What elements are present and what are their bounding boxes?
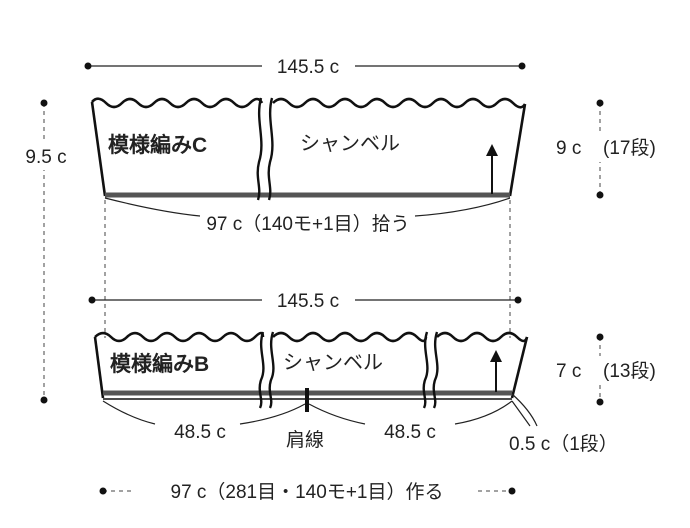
- top-yarn-label: シャンベル: [300, 133, 400, 155]
- left-half-label: 48.5 c: [174, 422, 226, 443]
- bottom-knit-direction-arrow: [490, 350, 502, 392]
- top-piece-outline: [90, 97, 527, 201]
- top-rows-cm: 9 c: [556, 138, 581, 159]
- bottom-pattern-label: 模様編みB: [110, 352, 209, 376]
- bottom-rows-cm: 7 c: [556, 361, 581, 382]
- bottom-width-label: 145.5 c: [277, 291, 339, 312]
- top-rows-count: (17段): [603, 137, 656, 159]
- connection-lines: [104, 200, 511, 338]
- bottom-rows-count: (13段): [603, 360, 656, 382]
- shoulder-label: 肩線: [286, 429, 324, 451]
- edge-row-label: 0.5 c（1段）: [509, 433, 618, 455]
- cast-on-label: 97 c（281目・140モ+1目）作る: [171, 481, 444, 503]
- top-knit-direction-arrow: [486, 144, 498, 194]
- bottom-width-dimension: [88, 296, 522, 304]
- top-rows-dimension: [596, 99, 604, 199]
- top-pickup-label: 97 c（140モ+1目）拾う: [206, 213, 409, 235]
- top-width-label: 145.5 c: [277, 57, 339, 78]
- top-pickup-bracket: [104, 197, 511, 217]
- cast-on-dimension: [99, 487, 516, 495]
- bottom-yarn-label: シャンベル: [283, 352, 383, 374]
- right-half-label: 48.5 c: [384, 422, 436, 443]
- left-half-bracket: [102, 400, 306, 425]
- top-pattern-label: 模様編みC: [108, 133, 207, 157]
- top-height-label: 9.5 c: [25, 147, 66, 168]
- edge-row-callout: [511, 393, 538, 427]
- top-width-dimension: [84, 62, 526, 70]
- right-half-bracket: [308, 400, 513, 425]
